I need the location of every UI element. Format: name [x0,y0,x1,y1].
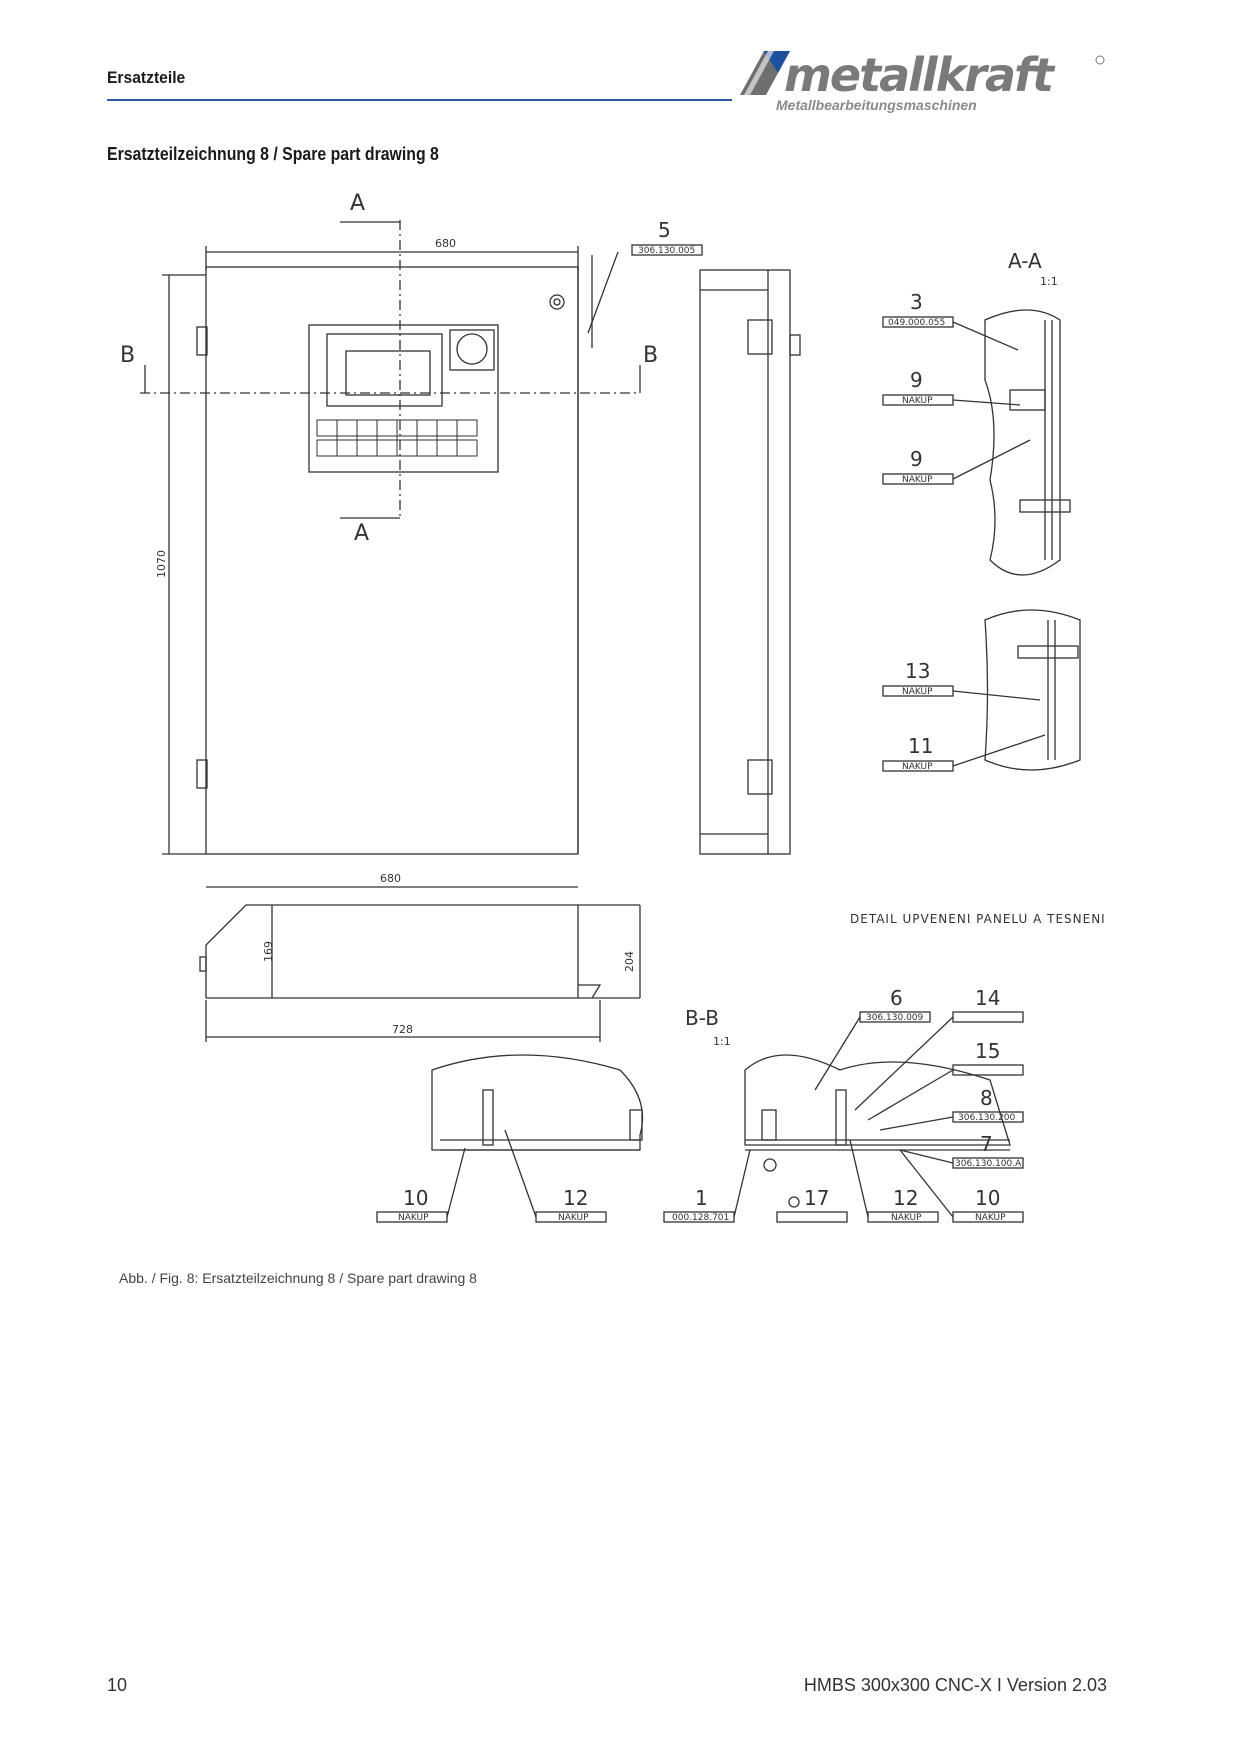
detail-bb [431,1054,1011,1172]
document-info: HMBS 300x300 CNC-X I Version 2.03 [803,1675,1107,1695]
callout-number: 7 [980,1132,993,1156]
scale-bb: 1:1 [713,1035,731,1048]
dim-height-front: 1070 [155,550,168,578]
section-label-b-right: B [643,343,658,368]
callout-number: 12 [893,1186,918,1210]
view-label-aa: A-A [1008,249,1042,273]
callout-code: 049.000.055 [888,318,945,328]
callout-number: 15 [975,1039,1000,1063]
callout-code: NAKUP [398,1213,429,1223]
callout-number: 3 [910,290,923,314]
callouts: 5 306.130.005 3 049.000.055 9 NAKUP 9 NA… [376,218,1046,1223]
callout-number: 10 [975,1186,1000,1210]
dim-width-total: 728 [392,1023,413,1036]
callout-code: NAKUP [558,1213,589,1223]
dim-width-bottom: 680 [380,872,401,885]
callout-code: NAKUP [902,396,933,406]
section-title: Ersatzteilzeichnung 8 / Spare part drawi… [107,144,439,164]
callout-code: 306.130.100.A [955,1159,1022,1169]
callout-code: NAKUP [902,475,933,485]
dim-width-front: 680 [435,237,456,250]
section-label-b-left: B [120,343,135,368]
callout-number: 13 [905,659,930,683]
dim-depth-total: 204 [623,951,636,972]
callout-code: 306.130.009 [866,1013,924,1023]
header-title: Ersatzteile [107,68,186,87]
callout-number: 1 [695,1186,708,1210]
logo-mark-icon [740,51,790,95]
callout-number: 6 [890,986,903,1010]
callout-number: 5 [658,218,671,242]
metallkraft-logo: metallkraft [740,48,1105,102]
callout-number: 10 [403,1186,428,1210]
section-label-a-top: A [350,191,365,216]
front-view [140,220,641,855]
callout-number: 9 [910,447,923,471]
callout-code: 306.130.005 [638,246,695,256]
callout-code: 000.128.701 [672,1213,729,1223]
callout-code: NAKUP [902,762,933,772]
section-label-a-bottom: A [354,521,369,546]
callout-code: NAKUP [975,1213,1006,1223]
side-view [699,269,801,855]
callout-code: 306.130.200 [958,1113,1016,1123]
scale-aa: 1:1 [1040,275,1058,288]
logo-wordmark: metallkraft [784,48,1056,102]
callout-number: 14 [975,986,1000,1010]
figure-caption: Abb. / Fig. 8: Ersatzteilzeichnung 8 / S… [119,1270,477,1286]
detail-aa [984,309,1081,771]
callout-number: 11 [908,734,933,758]
callout-number: 8 [980,1086,993,1110]
callout-number: 9 [910,368,923,392]
page-number: 10 [107,1675,128,1695]
detail-text: DETAIL UPVENENI PANELU A TESNENI [850,912,1106,926]
dim-depth: 169 [262,941,275,962]
control-panel [308,324,499,473]
callout-number: 17 [804,1186,829,1210]
logo-subtitle: Metallbearbeitungsmaschinen [776,97,977,113]
callout-number: 12 [563,1186,588,1210]
callout-code: NAKUP [891,1213,922,1223]
header-rule [107,99,732,101]
bottom-view [199,886,641,1042]
view-label-bb: B-B [685,1006,719,1030]
callout-code: NAKUP [902,687,933,697]
